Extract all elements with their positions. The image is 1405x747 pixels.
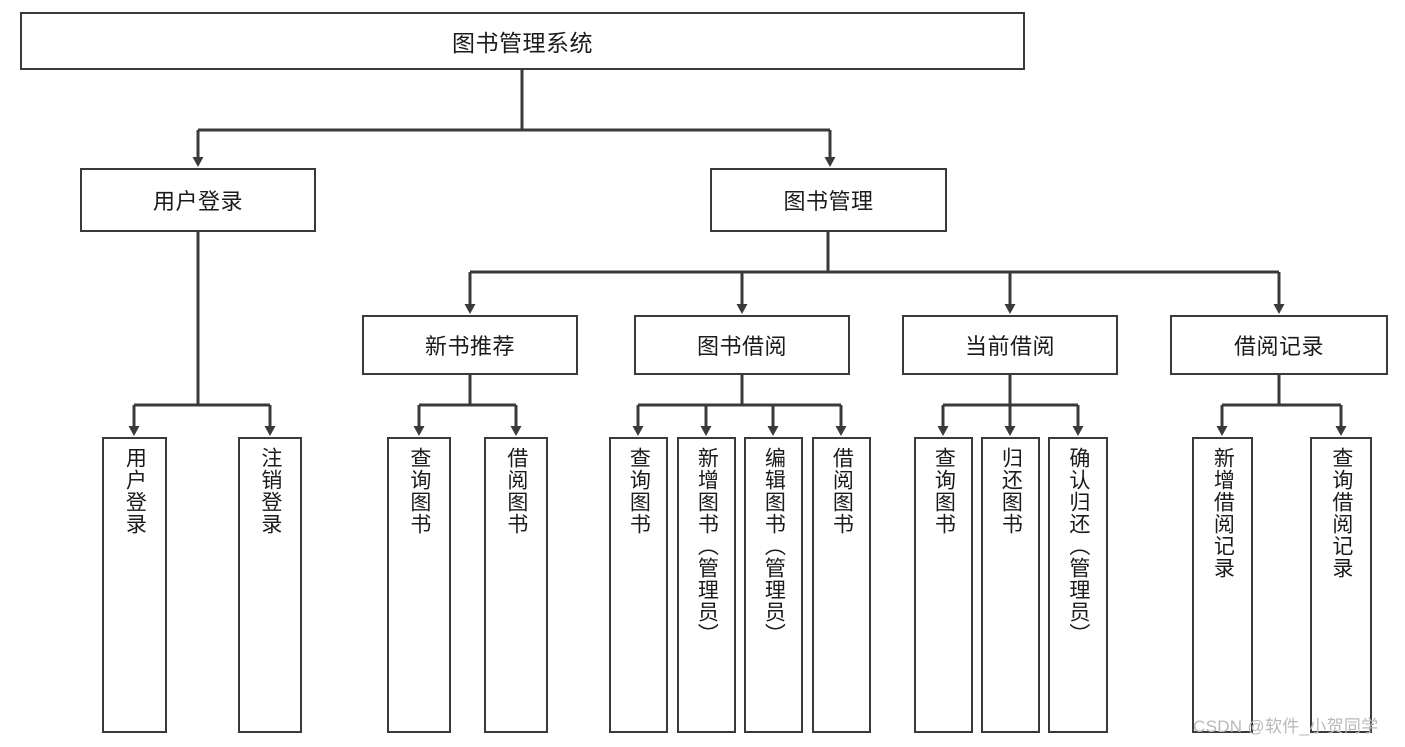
node-leaf-logout-login-label: 注销登录 <box>258 447 282 535</box>
node-leaf-query-borrow-record[interactable]: 查询借阅记录 <box>1310 437 1372 733</box>
node-new-book-recommend[interactable]: 新书推荐 <box>362 315 578 375</box>
node-leaf-edit-book-admin-label: 编辑图书（管理员） <box>762 447 786 645</box>
csdn-watermark: CSDN @软件_小贺同学 <box>1193 717 1379 736</box>
node-book-management[interactable]: 图书管理 <box>710 168 947 232</box>
node-leaf-return-book[interactable]: 归还图书 <box>981 437 1040 733</box>
node-leaf-add-book-admin[interactable]: 新增图书（管理员） <box>677 437 736 733</box>
node-leaf-edit-book-admin[interactable]: 编辑图书（管理员） <box>744 437 803 733</box>
node-leaf-logout-login[interactable]: 注销登录 <box>238 437 302 733</box>
node-book-borrow-label: 图书借阅 <box>696 334 787 359</box>
node-leaf-borrow-book[interactable]: 借阅图书 <box>812 437 871 733</box>
node-leaf-query-book-borrow[interactable]: 查询图书 <box>609 437 668 733</box>
node-user-login-label: 用户登录 <box>152 189 243 214</box>
node-leaf-borrow-book-label: 借阅图书 <box>830 447 854 535</box>
node-user-login[interactable]: 用户登录 <box>80 168 316 232</box>
node-book-borrow[interactable]: 图书借阅 <box>634 315 850 375</box>
node-leaf-query-book-recommend[interactable]: 查询图书 <box>387 437 451 733</box>
node-root-label: 图书管理系统 <box>452 30 593 56</box>
node-leaf-borrow-book-recommend-label: 借阅图书 <box>504 447 528 535</box>
node-current-borrow[interactable]: 当前借阅 <box>902 315 1118 375</box>
node-leaf-confirm-return-admin-label: 确认归还（管理员） <box>1066 447 1090 645</box>
node-leaf-query-book-recommend-label: 查询图书 <box>407 447 431 535</box>
node-leaf-query-borrow-record-label: 查询借阅记录 <box>1329 447 1353 579</box>
node-root[interactable]: 图书管理系统 <box>20 12 1025 70</box>
node-leaf-add-book-admin-label: 新增图书（管理员） <box>695 447 719 645</box>
node-leaf-add-borrow-record[interactable]: 新增借阅记录 <box>1192 437 1253 733</box>
node-borrow-records[interactable]: 借阅记录 <box>1170 315 1388 375</box>
node-leaf-query-book-borrow-label: 查询图书 <box>627 447 651 535</box>
node-leaf-return-book-label: 归还图书 <box>999 447 1023 535</box>
node-leaf-query-book-current[interactable]: 查询图书 <box>914 437 973 733</box>
node-leaf-borrow-book-recommend[interactable]: 借阅图书 <box>484 437 548 733</box>
node-book-management-label: 图书管理 <box>783 189 874 214</box>
node-new-book-recommend-label: 新书推荐 <box>424 334 515 359</box>
node-leaf-user-login-label: 用户登录 <box>123 447 147 535</box>
node-leaf-user-login[interactable]: 用户登录 <box>102 437 167 733</box>
node-leaf-query-book-current-label: 查询图书 <box>932 447 956 535</box>
node-leaf-confirm-return-admin[interactable]: 确认归还（管理员） <box>1048 437 1108 733</box>
node-borrow-records-label: 借阅记录 <box>1233 334 1324 359</box>
node-current-borrow-label: 当前借阅 <box>964 334 1055 359</box>
node-leaf-add-borrow-record-label: 新增借阅记录 <box>1211 447 1235 579</box>
